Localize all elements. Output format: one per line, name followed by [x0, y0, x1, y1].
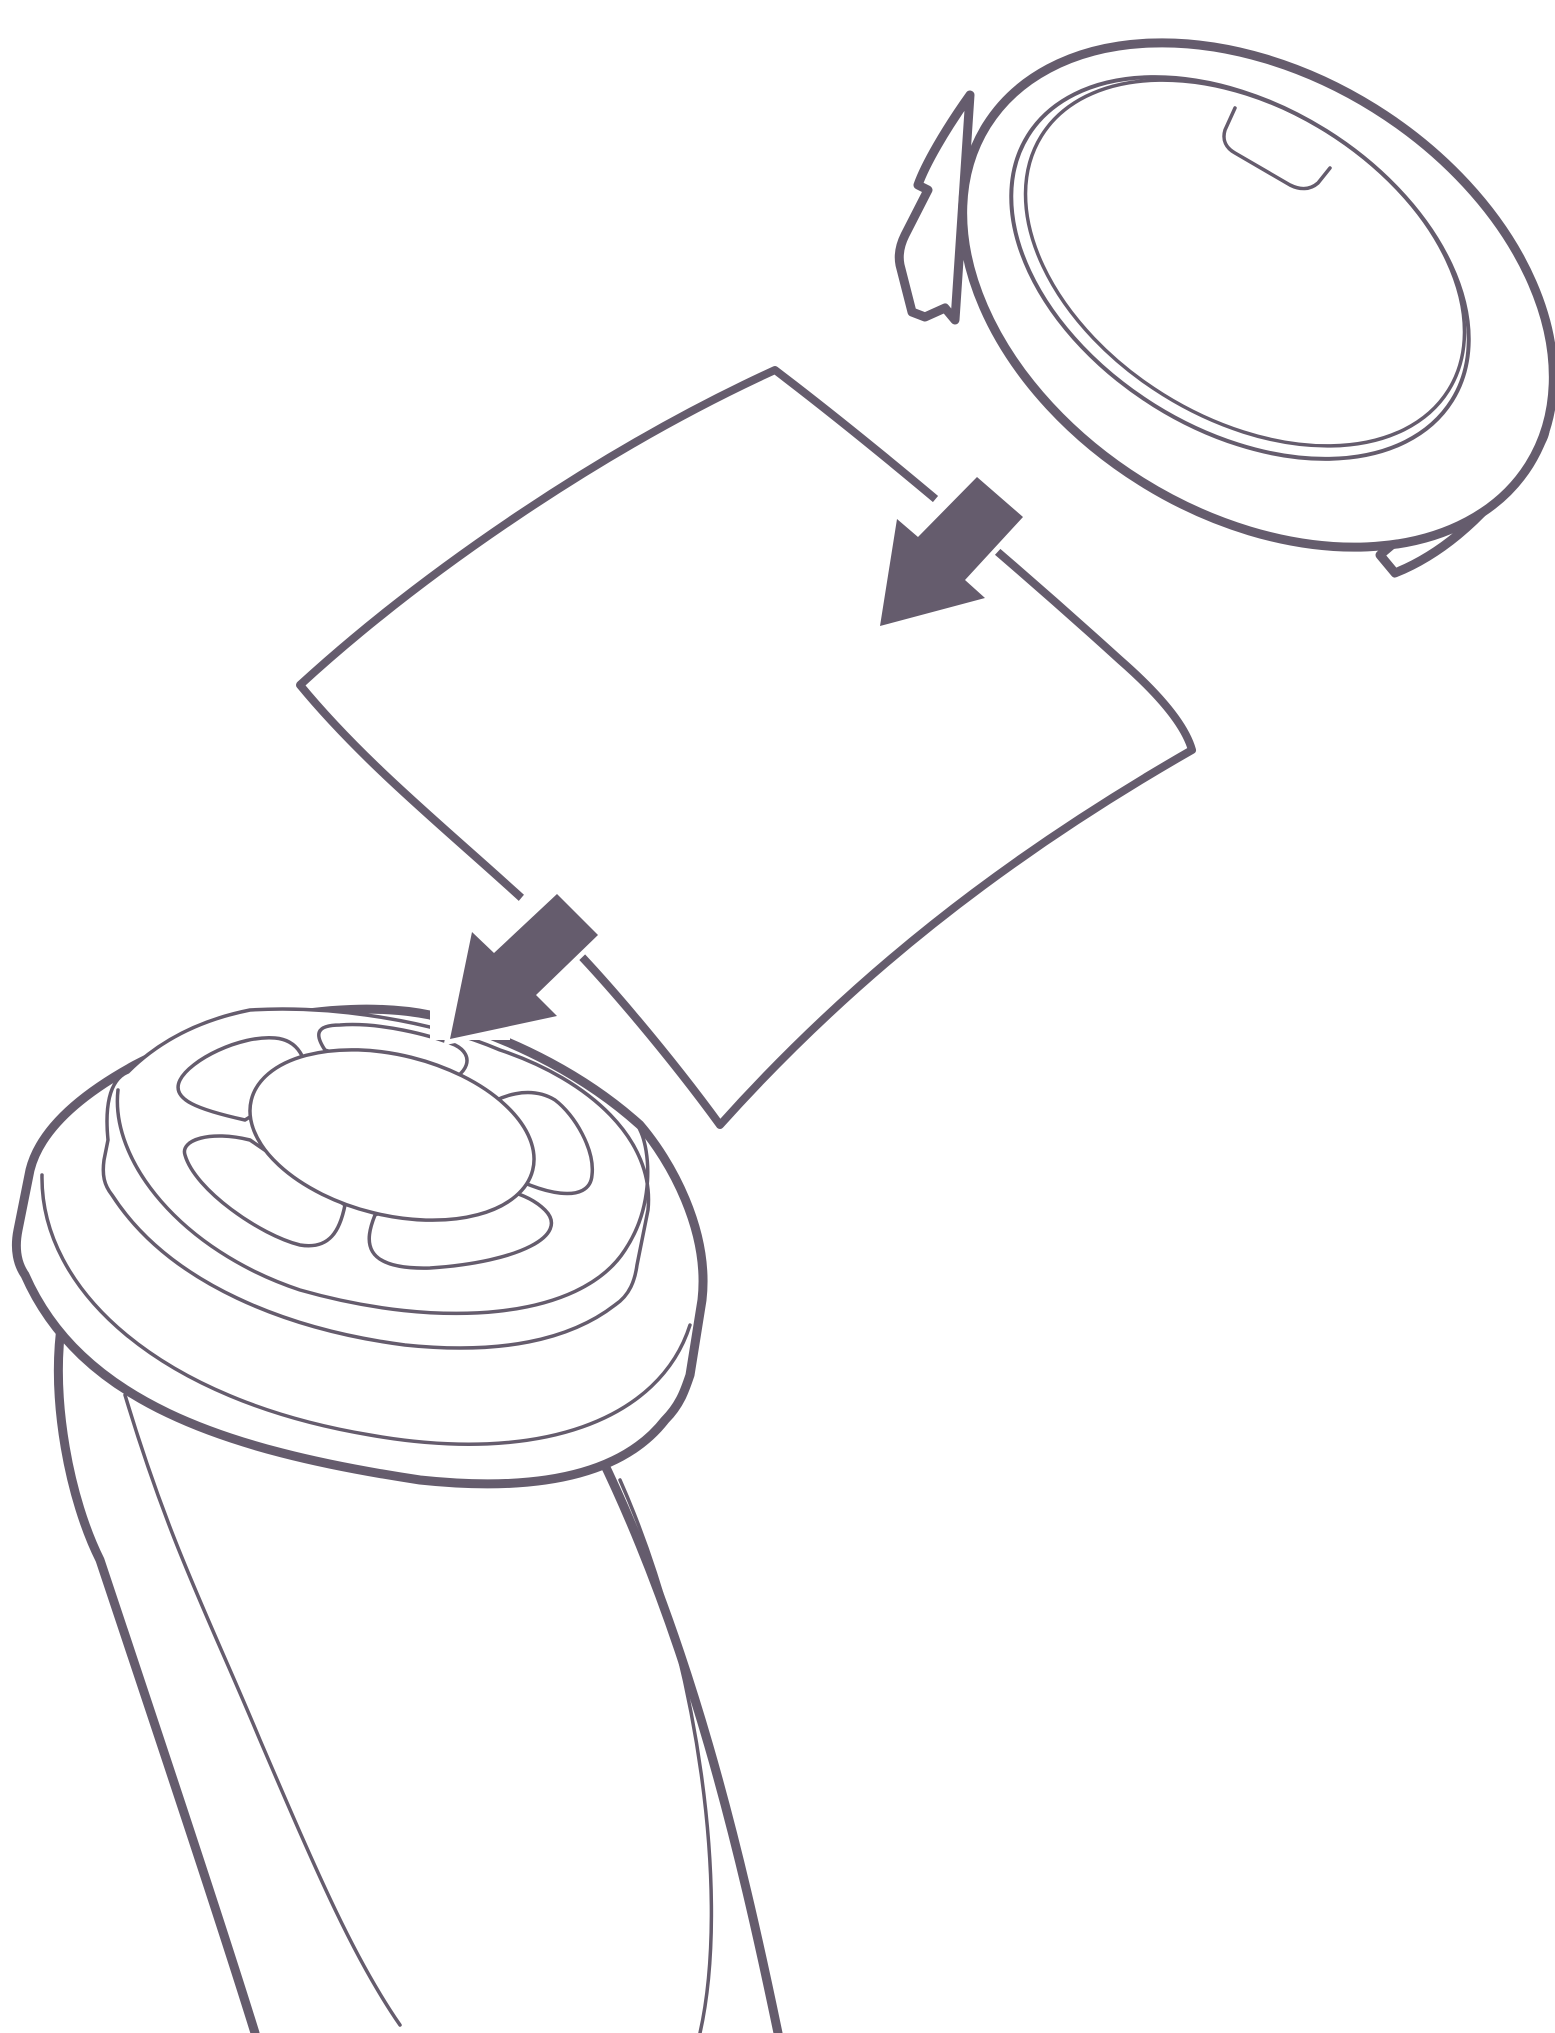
- device-head: [16, 995, 703, 1484]
